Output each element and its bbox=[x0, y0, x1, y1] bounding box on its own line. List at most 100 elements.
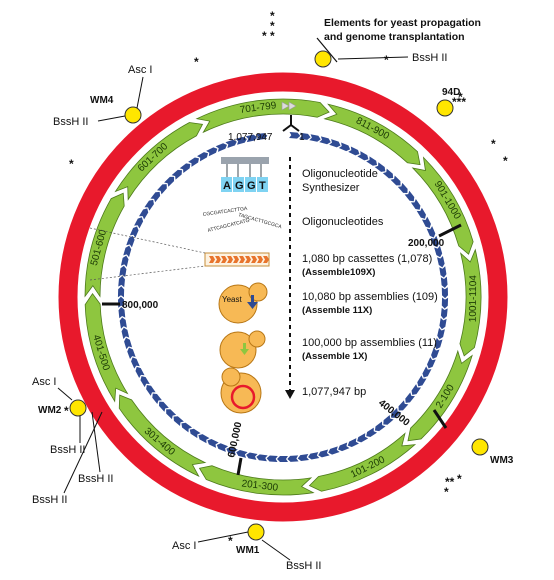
wm2-bssh-label-3: BssH II bbox=[32, 494, 67, 506]
cassette-arrow bbox=[374, 162, 386, 172]
yeast-cell-icon bbox=[219, 330, 266, 369]
star-mark: * bbox=[262, 29, 267, 43]
yeast-element-marker bbox=[314, 50, 332, 68]
segment-arrow bbox=[118, 394, 207, 478]
cassette-arrow bbox=[338, 142, 351, 152]
cassette-arrow bbox=[129, 226, 139, 238]
cassette-arrow bbox=[206, 147, 218, 157]
oligo-strand: ATTCAGCATCATG bbox=[207, 218, 250, 234]
star-mark: * bbox=[458, 90, 463, 104]
wm4-asc-label: Asc I bbox=[128, 64, 152, 76]
yeast-cell-icon bbox=[220, 367, 262, 414]
cassette-arrow bbox=[405, 392, 415, 403]
cassette-arrow bbox=[289, 132, 301, 139]
cassette-arrow bbox=[138, 208, 149, 220]
cassette-arrow bbox=[411, 384, 422, 395]
star-mark: * bbox=[69, 157, 74, 171]
cassette-arrow bbox=[117, 286, 125, 298]
wm1-bssh-label: BssH II bbox=[286, 560, 321, 572]
oligonucleotide-strands-icon: CGCGATCACTTGA TAGCACTTGCGCA ATTCAGCATCAT… bbox=[202, 206, 282, 234]
cassette-arrow bbox=[404, 190, 415, 202]
cassette-arrow bbox=[134, 217, 144, 229]
wm4-label: WM4 bbox=[90, 95, 114, 106]
cassette-arrow bbox=[434, 245, 443, 258]
star-mark: * bbox=[384, 53, 389, 67]
star-mark: ** bbox=[445, 475, 455, 489]
segment-label: 201-300 bbox=[241, 478, 279, 493]
cassette-arrow bbox=[410, 199, 421, 210]
cassette-arrow bbox=[308, 452, 320, 460]
timeline-arrowhead bbox=[285, 390, 295, 399]
cassette-arrow bbox=[416, 207, 426, 219]
step-synthesizer-line-2: Synthesizer bbox=[302, 182, 360, 194]
coord-200000: 200,000 bbox=[408, 238, 445, 249]
step-10kb-assemble: (Assemble 11X) bbox=[302, 305, 372, 316]
cassette-arrow bbox=[439, 266, 447, 278]
cassette-arrow bbox=[159, 401, 169, 412]
step-100kb-assemble: (Assemble 1X) bbox=[302, 351, 367, 362]
wm3-marker bbox=[471, 438, 489, 456]
step-cassettes: 1,080 bp cassettes (1,078) bbox=[302, 253, 432, 265]
cassette-arrow bbox=[422, 366, 432, 378]
segment-label: 1001-1104 bbox=[468, 275, 479, 323]
cassette-arrow bbox=[366, 427, 378, 438]
segment-arrow bbox=[84, 192, 125, 298]
cassette-arrow bbox=[207, 439, 219, 448]
star-mark: * bbox=[64, 404, 69, 418]
cassette-arrow bbox=[256, 454, 268, 462]
cassette-arrow bbox=[171, 169, 182, 180]
cassette-arrow bbox=[318, 449, 330, 458]
synth-letter: A bbox=[223, 180, 231, 192]
star-mark: * bbox=[270, 29, 275, 43]
cassette-arrow bbox=[383, 414, 394, 425]
cassette-arrow bbox=[216, 443, 229, 452]
cassette-arrow bbox=[135, 366, 145, 379]
oligonucleotide-synthesizer-icon: A G G T bbox=[221, 157, 269, 192]
cassette-arrow bbox=[221, 256, 227, 263]
cassette-arrow bbox=[227, 256, 233, 263]
cassette-arrow bbox=[319, 136, 331, 145]
cassette-arrow bbox=[179, 163, 191, 174]
segment-ring: 811-900901-10001001-11042-100101-200201-… bbox=[84, 98, 482, 496]
cassette-arrow bbox=[266, 455, 278, 462]
cassette-arrow bbox=[297, 454, 310, 462]
cassette-arrow bbox=[440, 307, 448, 319]
cassette-arrow bbox=[366, 156, 378, 166]
synth-letter: G bbox=[247, 180, 256, 192]
cassette-arrow bbox=[398, 400, 409, 411]
segment-arrow bbox=[198, 465, 315, 496]
top-bssh-label: BssH II bbox=[412, 52, 447, 64]
cassette-arrow bbox=[257, 256, 263, 263]
cassette-arrow bbox=[431, 347, 440, 359]
cassette-arrow bbox=[338, 442, 350, 452]
cassette-arrow bbox=[434, 337, 443, 350]
segment-arrow bbox=[459, 248, 482, 357]
origin-right-label: 1 bbox=[299, 132, 305, 143]
cassette-arrow bbox=[287, 455, 299, 462]
cassette-arrow bbox=[299, 132, 311, 140]
cassette-arrow bbox=[426, 226, 436, 238]
cassette-arrow bbox=[226, 446, 238, 456]
cassette-arrow bbox=[123, 245, 132, 258]
synth-letter: T bbox=[259, 180, 266, 192]
cassette-arrow bbox=[441, 297, 449, 309]
star-mark: * bbox=[270, 19, 275, 33]
cassette-arrow bbox=[357, 433, 369, 443]
cassette-arrow bbox=[126, 235, 135, 248]
segment-arrow bbox=[84, 292, 129, 403]
step-cassettes-assemble: (Assemble109X) bbox=[302, 267, 375, 278]
cassette-arrow bbox=[233, 256, 239, 263]
cassette-arrow bbox=[391, 407, 402, 418]
star-mark: * bbox=[503, 154, 508, 168]
cassette-arrow bbox=[421, 216, 431, 228]
cassette-arrow bbox=[441, 287, 449, 299]
cassette-arrow bbox=[215, 256, 221, 263]
cassette-arrow bbox=[164, 176, 175, 187]
segment-arrow bbox=[114, 122, 204, 201]
wm4-bssh-label: BssH II bbox=[53, 116, 88, 128]
wm2-label: WM2 bbox=[38, 405, 62, 416]
cassette-arrow bbox=[118, 275, 125, 288]
synth-letter: G bbox=[235, 180, 244, 192]
cassette-arrow bbox=[127, 347, 136, 360]
